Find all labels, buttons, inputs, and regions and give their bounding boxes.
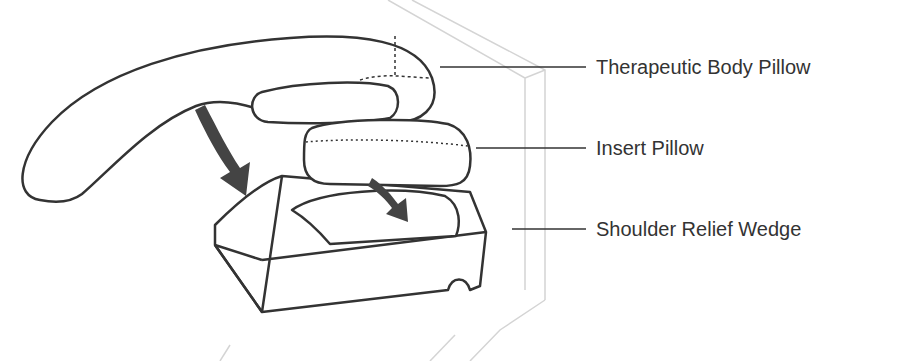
insert-pillow-seam [306,140,468,146]
leader-line [440,66,586,68]
shoulder-wedge [215,176,486,312]
wedge-edges [215,176,486,312]
wedge-cutout [292,191,459,244]
part-label: Shoulder Relief Wedge [596,217,801,241]
part-label: Therapeutic Body Pillow [596,55,811,79]
body-pillow-end [360,36,432,80]
leader-line [512,228,586,230]
move-arrow [368,178,408,222]
move-arrow [195,105,250,196]
insert-pillow [304,120,470,186]
part-label: Insert Pillow [596,136,704,160]
insert-pillow-top [252,83,398,124]
leader-line [476,147,586,149]
